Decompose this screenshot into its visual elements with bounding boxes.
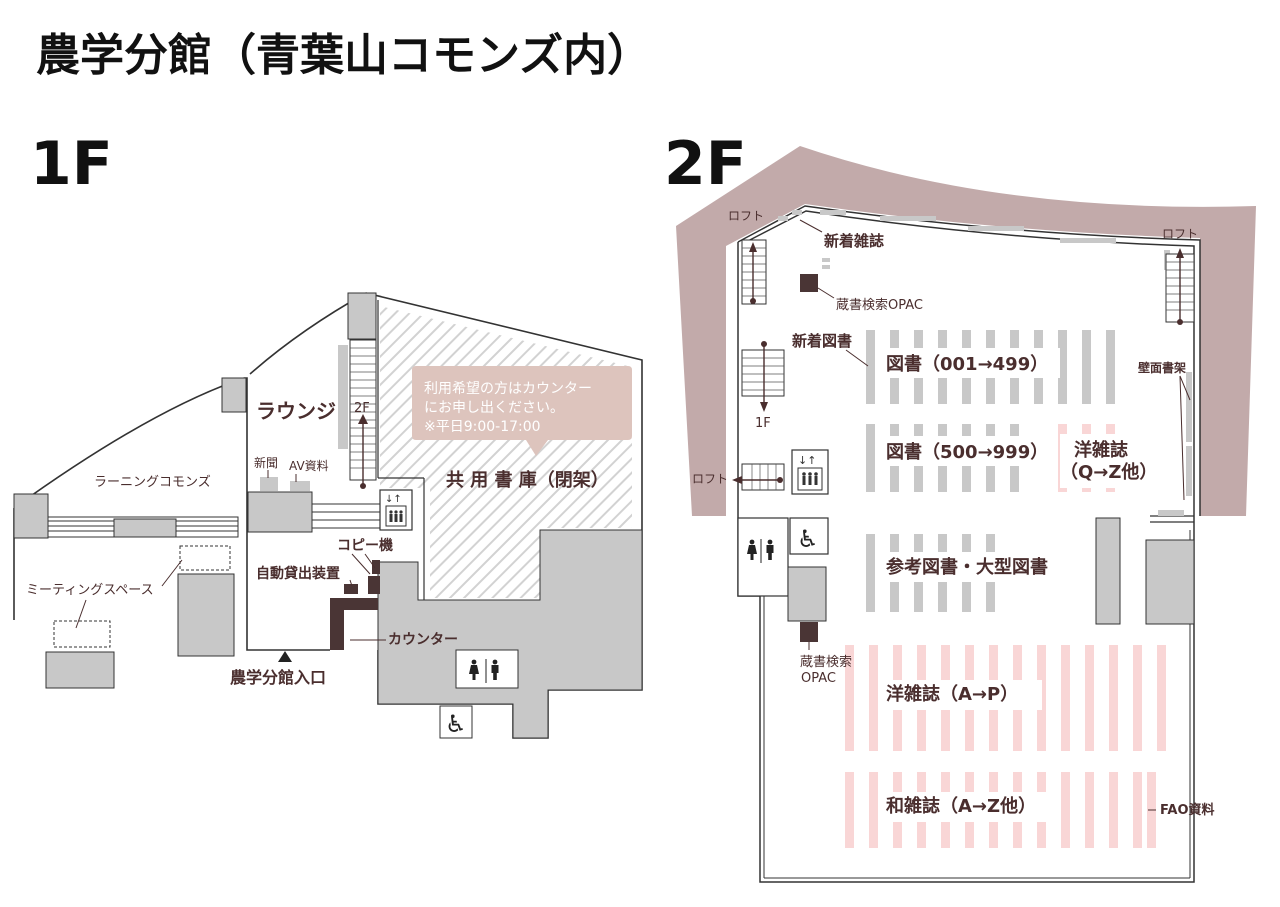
restroom-icon [747,539,774,563]
table [113,518,177,538]
fao-materials-label: FAO資料 [1160,802,1215,818]
svg-text:↓↑: ↓↑ [385,494,402,505]
wheelchair-icon: ♿ [445,710,467,738]
rack [260,477,278,491]
floor2-heading: 2F [664,129,747,199]
foreign-journals-ap-label: 洋雑誌（A→P） [886,683,1018,705]
opac-bottom-label-2: OPAC [801,671,836,686]
shelf-block [177,573,235,657]
copier-machine [368,576,380,594]
newspaper-label: 新聞 [254,455,278,470]
books-001-499-label: 図書（001→499） [886,354,1048,375]
shelf-block [247,491,313,533]
notice-line-2: にお申し出ください。 [424,400,564,416]
wall-block [13,493,49,539]
page-title: 農学分館（青葉山コモンズ内） [36,30,651,81]
restroom-icon [469,659,499,683]
svg-text:↓↑: ↓↑ [798,454,816,467]
rack [290,481,310,491]
wall-block [347,292,377,340]
accessible-room [789,517,829,555]
floor1-outline [13,292,643,739]
stairs-to-1f [741,349,785,397]
elevator-icon: ↓↑ [385,494,407,527]
wall-shelves-label: 壁面書架 [1138,360,1186,375]
counter-desk [330,598,378,650]
self-checkout-machine [344,584,358,594]
meeting-room [53,620,111,648]
floor2-plan [676,146,1256,883]
lounge-label: ラウンジ [256,399,336,423]
restroom-room [737,517,789,597]
foreign-journals-qz-label-2: （Q→Z他） [1060,461,1157,483]
shelf-block [45,651,115,689]
wheelchair-icon: ♿ [797,525,819,553]
label-backgrounds [882,348,1152,822]
self-checkout-label: 自動貸出装置 [256,565,340,582]
svg-text:♿: ♿ [797,525,819,553]
floor1-plan [13,292,643,739]
floor1-heading: 1F [30,129,113,199]
counter-label: カウンター [388,632,458,648]
loft-right-label: ロフト [1162,227,1198,241]
up-arrow-icon [358,414,368,489]
accessible-room [439,705,473,739]
books-500-999-label: 図書（500→999） [886,442,1048,463]
learning-commons-label: ラーニングコモンズ [94,474,211,490]
wall-block [221,377,247,413]
loft-left-label: ロフト [728,209,764,223]
meeting-space-label: ミーティングスペース [26,583,154,598]
foreign-journals-qz-label-1: 洋雑誌 [1074,439,1128,461]
leader-lines [799,219,1191,811]
gray-block [787,566,827,622]
svg-text:♿: ♿ [445,710,467,738]
elevator-icon: ↓↑ [797,454,823,491]
opac-bottom-label-1: 蔵書検索 [800,655,852,670]
gray-block [1095,517,1121,625]
meeting-room [179,545,231,571]
stairs-1f-label: 1F [755,416,771,431]
stair-arrows [732,242,1184,484]
entrance-triangle-icon [278,651,292,662]
gray-block [1145,539,1195,625]
copier-label: コピー機 [337,537,393,554]
opac-terminal-bottom [800,622,818,642]
stairs-2f-label: 2F [354,401,370,416]
copier-machine [372,560,380,574]
new-journals-label: 新着雑誌 [824,232,884,250]
restroom-room [455,649,519,689]
entrance-label: 農学分館入口 [230,668,326,687]
leader-lines [75,470,386,641]
roof-band [676,146,1256,516]
japanese-journals-label: 和雑誌（A→Z他） [886,795,1036,817]
loft-bottom-label: ロフト [692,472,728,486]
new-books-label: 新着図書 [792,332,852,350]
opac-top-label: 蔵書検索OPAC [836,298,923,313]
opac-terminal-top [800,274,818,292]
shared-stacks-label: 共 用 書 庫（閉架） [446,469,609,491]
loft-stairs-bottom [741,463,785,491]
closed-stacks-notice: 利用希望の方はカウンター にお申し出ください。 ※平日9:00-17:00 [412,366,632,456]
shelf-strip [338,345,348,449]
av-materials-label: AV資料 [289,459,329,473]
notice-line-1: 利用希望の方はカウンター [424,381,592,397]
notice-line-3: ※平日9:00-17:00 [424,419,541,435]
staff-area [377,529,643,739]
reference-books-label: 参考図書・大型図書 [886,556,1048,578]
